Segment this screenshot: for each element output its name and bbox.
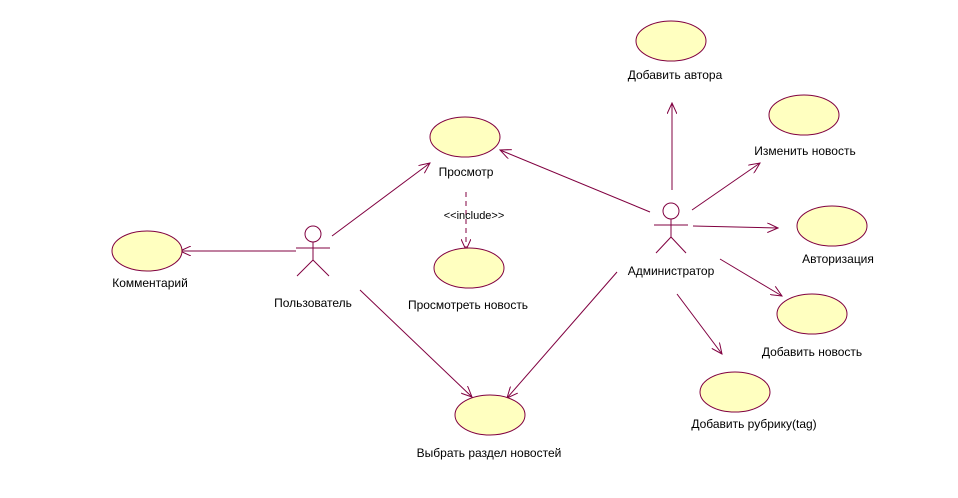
use-case-choose-section-label: Выбрать раздел новостей: [417, 446, 562, 460]
use-case-ellipse: [776, 293, 848, 335]
admin-to-authorization-line: [692, 226, 778, 228]
include-label: <<include>>: [444, 210, 505, 222]
use-case-ellipse: [768, 94, 840, 136]
relations: [180, 103, 782, 398]
use-case-view-news-label: Просмотреть новость: [408, 298, 528, 312]
use-case-ellipse: [429, 116, 501, 158]
actor-admin-label: Администратор: [628, 264, 715, 278]
use-case-edit-news-label: Изменить новость: [754, 144, 855, 158]
admin-to-add-news-line: [719, 258, 782, 296]
actor-admin-icon: [654, 202, 688, 254]
use-case-authorization[interactable]: Авторизация: [796, 205, 874, 266]
use-case-comment-label: Комментарий: [112, 276, 188, 290]
use-case-add-tag-label: Добавить рубрику(tag): [691, 417, 816, 431]
admin-to-section-line: [507, 271, 618, 398]
actor-user[interactable]: Пользователь: [274, 225, 352, 310]
use-case-ellipse: [454, 394, 526, 436]
use-case-authorization-label: Авторизация: [802, 252, 874, 266]
use-case-ellipse: [635, 20, 707, 62]
admin-to-view-line: [500, 150, 651, 213]
use-case-add-tag[interactable]: Добавить рубрику(tag): [691, 371, 817, 431]
user-to-view-line: [331, 163, 430, 237]
use-case-add-news[interactable]: Добавить новость: [762, 293, 862, 359]
use-case-choose-section[interactable]: Выбрать раздел новостей: [417, 394, 562, 460]
actor-user-label: Пользователь: [274, 296, 352, 310]
actor-user-icon: [296, 225, 330, 277]
admin-to-add-tag-line: [676, 293, 722, 354]
use-case-ellipse: [699, 371, 771, 413]
use-case-add-author-label: Добавить автора: [628, 68, 723, 82]
use-case-add-news-label: Добавить новость: [762, 345, 862, 359]
user-to-section-line: [359, 289, 472, 397]
use-case-view[interactable]: Просмотр: [429, 116, 501, 179]
use-case-view-news[interactable]: Просмотреть новость: [408, 247, 528, 312]
use-case-ellipse: [433, 247, 505, 289]
use-case-edit-news[interactable]: Изменить новость: [754, 94, 856, 158]
admin-to-edit-news-line: [691, 163, 760, 211]
use-case-ellipse: [796, 205, 868, 247]
use-case-comment[interactable]: Комментарий: [111, 230, 188, 290]
use-case-add-author[interactable]: Добавить автора: [628, 20, 723, 82]
actor-admin[interactable]: Администратор: [628, 202, 715, 278]
use-case-ellipse: [111, 230, 183, 272]
use-case-view-label: Просмотр: [439, 165, 494, 179]
